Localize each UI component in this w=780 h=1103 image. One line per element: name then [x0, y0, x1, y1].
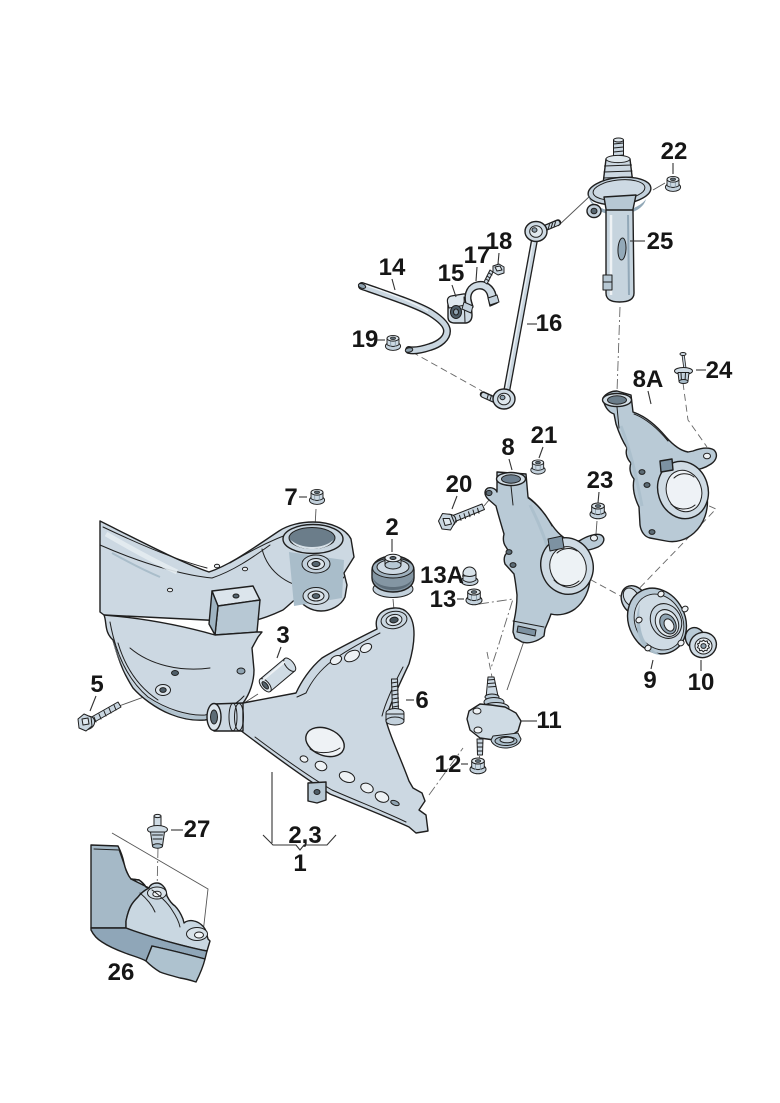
svg-text:10: 10: [688, 669, 715, 696]
svg-text:12: 12: [435, 751, 462, 778]
svg-text:11: 11: [536, 707, 561, 734]
svg-text:20: 20: [446, 471, 473, 498]
svg-text:8: 8: [501, 434, 514, 461]
svg-text:3: 3: [276, 622, 289, 649]
svg-text:16: 16: [536, 310, 563, 337]
svg-text:18: 18: [486, 228, 513, 255]
svg-text:9: 9: [643, 667, 656, 694]
svg-text:23: 23: [587, 467, 614, 494]
svg-text:5: 5: [90, 671, 103, 698]
svg-text:6: 6: [415, 687, 428, 714]
svg-text:2: 2: [385, 514, 398, 541]
svg-text:13A: 13A: [420, 562, 464, 589]
svg-text:15: 15: [438, 260, 465, 287]
svg-text:1: 1: [293, 850, 306, 877]
svg-text:26: 26: [108, 959, 135, 986]
svg-text:17: 17: [464, 242, 491, 269]
svg-text:19: 19: [352, 326, 379, 353]
svg-text:25: 25: [647, 228, 674, 255]
svg-text:8A: 8A: [633, 366, 664, 393]
svg-text:13: 13: [430, 586, 457, 613]
svg-text:27: 27: [184, 816, 211, 843]
svg-text:14: 14: [379, 254, 406, 281]
svg-text:24: 24: [706, 357, 733, 384]
svg-text:7: 7: [284, 484, 297, 511]
svg-text:21: 21: [531, 422, 558, 449]
svg-text:22: 22: [661, 138, 688, 165]
